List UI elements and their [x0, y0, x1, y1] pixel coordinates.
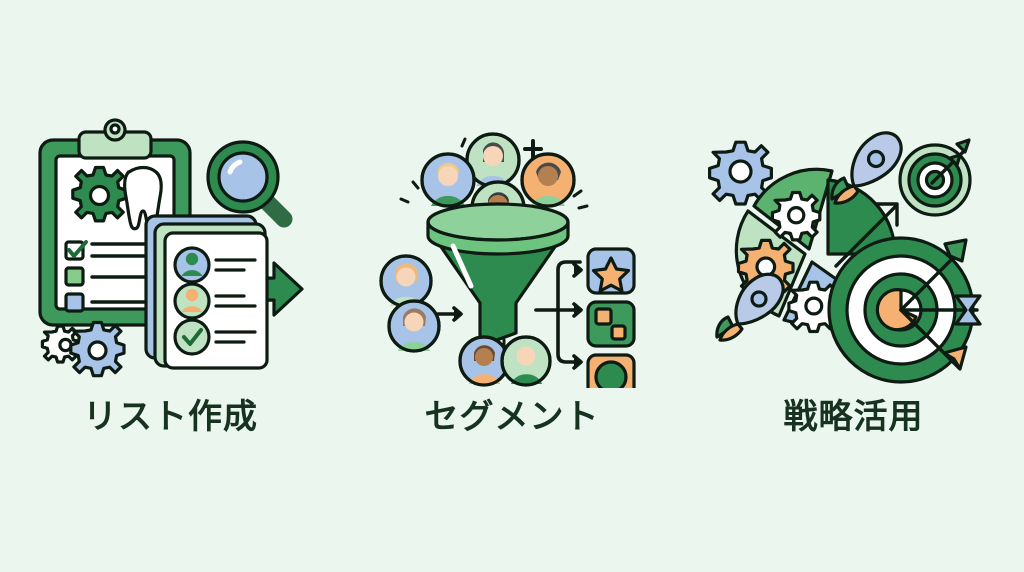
gear-white-lower-icon — [786, 280, 840, 334]
magnifier-lens — [216, 151, 269, 203]
avatar-blue-head — [185, 252, 198, 266]
arrow-dart-orange-fletch — [941, 345, 968, 371]
checkbox-green — [63, 266, 85, 287]
checkbox-blue — [63, 292, 85, 313]
avatar-blue-body — [181, 270, 202, 276]
target-large — [826, 236, 982, 384]
clipboard-clip-hole — [108, 123, 121, 135]
arrow-up-icon — [833, 202, 899, 268]
arrow-dart-green — [898, 252, 959, 312]
arrow-branch-icon — [534, 260, 583, 370]
avatar-left-lower — [387, 299, 441, 353]
checkbox-checked — [63, 240, 85, 261]
gear-blue-icon — [707, 140, 773, 206]
check-circle-icon — [172, 318, 211, 356]
panel-caption-strategy: 戦略活用 — [783, 398, 924, 436]
funnel-icon — [426, 202, 570, 348]
tile-circle — [586, 353, 636, 388]
arrow-dart-orange — [898, 308, 961, 370]
arrow-dart-green-small-fletch — [954, 138, 971, 154]
arrow-dart-green-small-fletch2 — [947, 153, 962, 167]
rocket-top-window — [866, 149, 885, 169]
panel-caption-list-creation: リスト作成 — [83, 398, 258, 436]
arrow-dart-blue-fletch — [953, 294, 982, 326]
tooth-icon — [122, 165, 163, 231]
avatar-bottom-right — [500, 335, 552, 387]
check-circle-mark — [181, 328, 203, 346]
tile-squares — [586, 300, 636, 348]
funnel-segmentation-illustration — [379, 132, 636, 388]
avatar-orange-head — [185, 288, 198, 302]
avatar-top-blue — [420, 152, 476, 208]
pie-chart-target-rocket-illustration — [707, 131, 982, 384]
rocket-bottom-fin-left — [714, 315, 735, 339]
sparkle-left — [399, 180, 420, 204]
rocket-top-fin-left — [829, 176, 851, 201]
plus-icon — [523, 139, 543, 159]
gear-white-icon — [770, 190, 821, 242]
magnifier-icon — [205, 140, 292, 228]
avatar-top-orange — [520, 152, 576, 208]
avatar-left-upper — [379, 254, 433, 308]
rocket-bottom-flame — [717, 322, 744, 342]
panel-list-creation: リスト作成 — [0, 0, 341, 572]
target-small — [897, 138, 972, 217]
sparkle-top — [460, 137, 467, 148]
panel-segment: セグメント — [342, 0, 683, 572]
panel-strategy: 戦略活用 — [683, 0, 1024, 572]
tile-star — [586, 247, 636, 295]
rocket-top-flame — [832, 184, 860, 205]
rocket-bottom-window — [749, 290, 768, 308]
clipboard-checklist-magnifier-illustration — [37, 118, 304, 378]
panel-caption-segment: セグメント — [424, 398, 600, 436]
arrow-in-icon — [436, 306, 463, 322]
rocket-top-icon — [829, 131, 903, 205]
sparkle-right — [572, 189, 589, 210]
avatar-orange-body — [181, 306, 202, 312]
target-bullseye — [875, 288, 918, 332]
gear-icon — [70, 165, 128, 223]
arrow-dart-green-fletch — [942, 238, 968, 263]
magnifier-glint — [227, 159, 242, 175]
checkbox-check-mark — [66, 240, 88, 258]
gear-blue-icon — [68, 320, 126, 378]
funnel-glint — [450, 243, 474, 289]
rocket-bottom-icon — [714, 272, 785, 342]
